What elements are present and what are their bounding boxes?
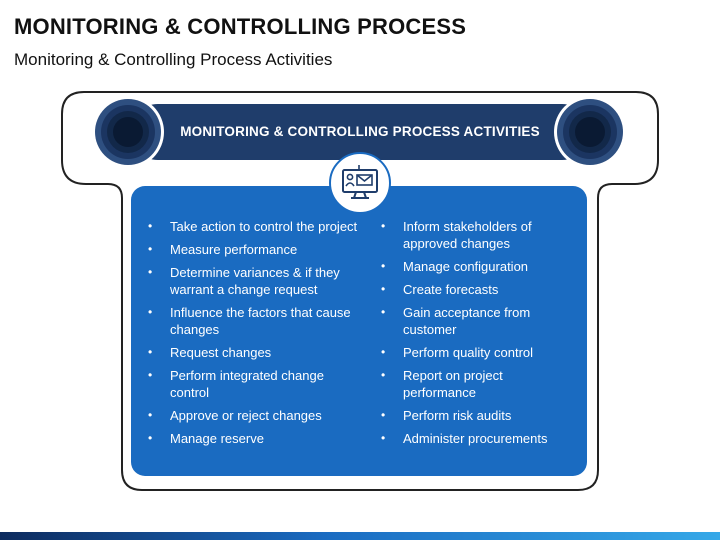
list-item: Manage reserve (146, 430, 362, 447)
page-subtitle: Monitoring & Controlling Process Activit… (14, 50, 333, 69)
banner-band (130, 104, 590, 160)
list-item: Influence the factors that cause changes (146, 304, 362, 338)
concentric-circle-icon (91, 95, 165, 169)
list-item: Take action to control the project (146, 218, 362, 235)
banner-title: MONITORING & CONTROLLING PROCESS ACTIVIT… (180, 124, 540, 139)
activities-list-left: Take action to control the project Measu… (146, 218, 362, 453)
list-item: Create forecasts (379, 281, 575, 298)
list-item: Gain acceptance from customer (379, 304, 575, 338)
concentric-circle-icon (553, 95, 627, 169)
list-item: Measure performance (146, 241, 362, 258)
footer-bar (0, 532, 720, 540)
list-item: Manage configuration (379, 258, 575, 275)
list-item: Approve or reject changes (146, 407, 362, 424)
activities-list-right: Inform stakeholders of approved changes … (379, 218, 575, 453)
page-title: MONITORING & CONTROLLING PROCESS (14, 14, 467, 39)
list-item: Determine variances & if they warrant a … (146, 264, 362, 298)
list-item: Perform integrated change control (146, 367, 362, 401)
list-item: Administer procurements (379, 430, 575, 447)
monitor-email-icon (329, 152, 391, 214)
list-item: Request changes (146, 344, 362, 361)
list-item: Inform stakeholders of approved changes (379, 218, 575, 252)
list-item: Report on project performance (379, 367, 575, 401)
list-item: Perform risk audits (379, 407, 575, 424)
list-item: Perform quality control (379, 344, 575, 361)
